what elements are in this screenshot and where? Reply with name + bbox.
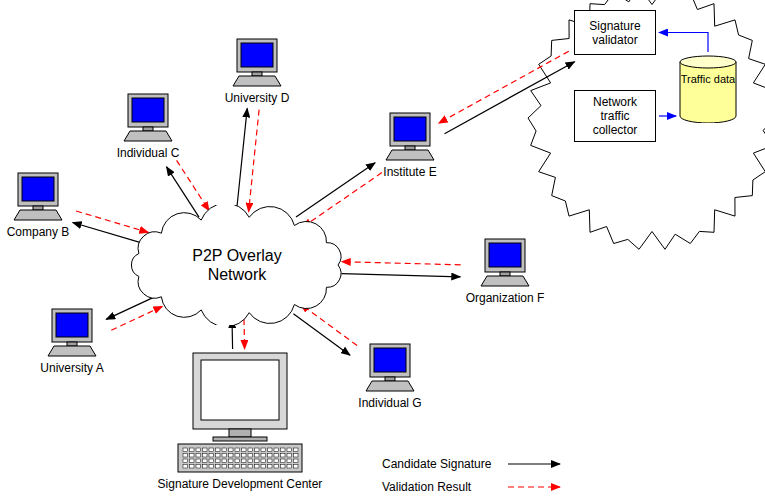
computer-icon xyxy=(44,308,100,358)
computer-icon xyxy=(10,172,66,222)
node-label: University A xyxy=(40,361,103,375)
node-label: Individual C xyxy=(117,146,180,160)
network-label: P2P Overlay Network xyxy=(177,246,297,284)
validation-arrow xyxy=(439,51,569,123)
computer-node: Individual C xyxy=(115,93,182,161)
computer-node: Organization F xyxy=(464,238,547,306)
node-label: Institute E xyxy=(383,165,436,179)
validation-arrow xyxy=(111,306,162,330)
box-label: Network traffic collector xyxy=(579,95,651,137)
node-label: University D xyxy=(225,91,290,105)
validation-arrow xyxy=(249,110,260,212)
computer-icon xyxy=(362,343,418,393)
signature-arrow xyxy=(445,62,575,134)
data-flow-arrow xyxy=(659,33,708,53)
computer-icon xyxy=(120,93,176,143)
signature-arrow xyxy=(106,296,157,320)
computer-icon xyxy=(382,112,438,162)
cloud-outline xyxy=(124,205,350,325)
computer-node: Company B xyxy=(5,172,72,240)
legend-sample xyxy=(508,486,560,487)
node-label: Company B xyxy=(7,225,70,239)
computer-node: University D xyxy=(223,38,292,106)
legend-text: Validation Result xyxy=(382,480,471,494)
process-box: Network traffic collector xyxy=(574,90,656,142)
process-box: Signature validator xyxy=(574,10,656,55)
cylinder-outline xyxy=(679,55,737,123)
validation-arrow xyxy=(243,319,245,349)
signature-arrow xyxy=(167,167,200,217)
validation-site-burst xyxy=(528,0,765,249)
signature-arrow xyxy=(73,223,145,244)
box-label: Signature validator xyxy=(579,19,651,47)
computer-node: Institute E xyxy=(381,112,439,180)
box-label: Traffic data xyxy=(679,73,737,86)
workstation-node: Signature Development Center xyxy=(156,352,325,492)
computer-icon xyxy=(229,38,285,88)
validation-arrow xyxy=(300,304,357,346)
computer-icon xyxy=(477,238,533,288)
validation-arrow xyxy=(177,160,210,210)
legend-text: Candidate Signature xyxy=(382,457,491,471)
network-cloud: P2P Overlay Network xyxy=(124,205,350,325)
node-label: Individual G xyxy=(358,396,421,410)
validation-arrow xyxy=(303,173,382,227)
legend-sample xyxy=(508,463,560,464)
signature-arrow xyxy=(296,163,375,217)
validation-arrow xyxy=(342,262,461,265)
validation-arrow xyxy=(76,211,148,232)
node-label: Signature Development Center xyxy=(158,477,323,491)
signature-arrow xyxy=(237,108,248,210)
computer-node: Individual G xyxy=(356,343,424,411)
database-cylinder: Traffic data xyxy=(679,55,737,123)
node-label: Organization F xyxy=(466,291,545,305)
workstation-icon xyxy=(177,352,303,474)
computer-node: University A xyxy=(38,308,106,376)
data-flow-arrow xyxy=(659,115,676,116)
signature-arrow xyxy=(341,274,460,277)
